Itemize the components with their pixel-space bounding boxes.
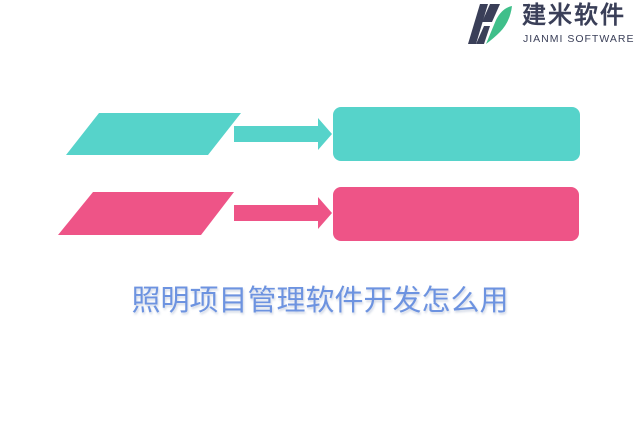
rounded-box-1: [333, 107, 580, 161]
parallelogram-1: [66, 113, 241, 155]
arrow-1: [234, 118, 332, 150]
logo-name-en: JIANMI SOFTWARE: [523, 33, 635, 45]
logo-mark-icon: [468, 4, 512, 44]
rounded-box-2: [333, 187, 579, 241]
parallelogram-2: [58, 192, 234, 235]
brand-logo: 建米软件 JIANMI SOFTWARE: [466, 1, 638, 46]
arrow-2: [234, 197, 332, 229]
logo-name-cn: 建米软件: [522, 1, 626, 29]
page-title: 照明项目管理软件开发怎么用: [131, 283, 509, 317]
